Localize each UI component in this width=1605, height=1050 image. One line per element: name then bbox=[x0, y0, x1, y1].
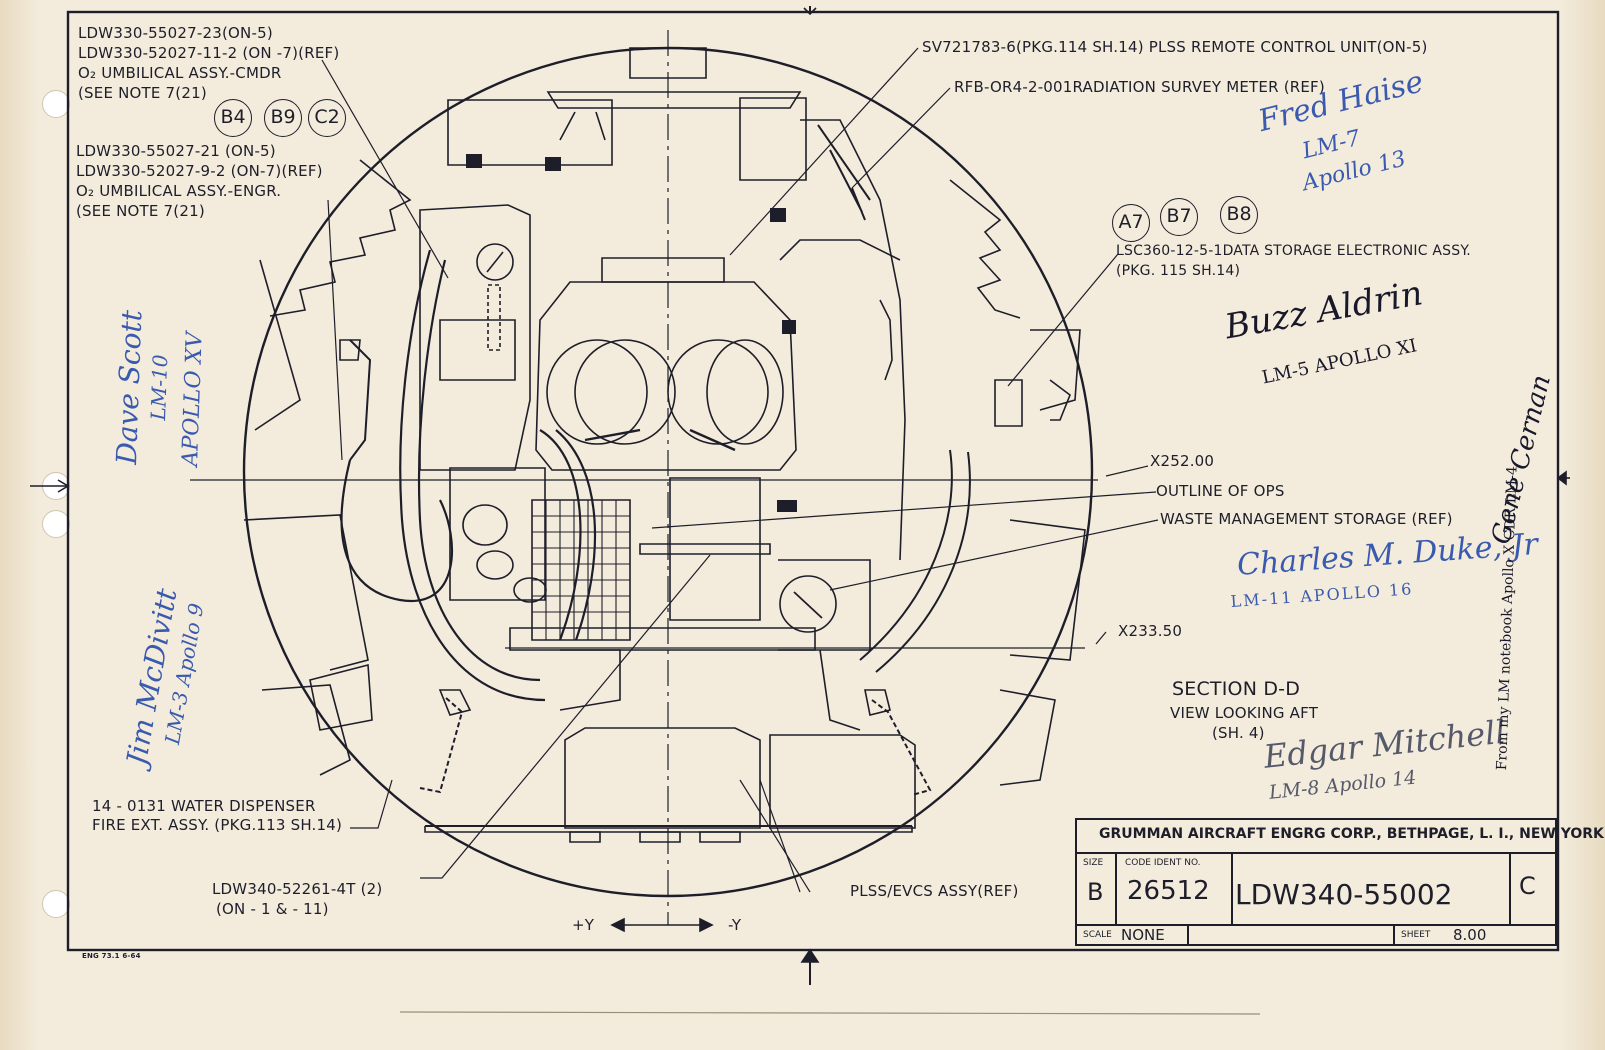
label-x252: X252.00 bbox=[1150, 452, 1215, 470]
form-number: ENG 73.1 6-64 bbox=[82, 952, 141, 960]
label-o2-cmdr-note: (SEE NOTE 7(21) bbox=[78, 84, 207, 102]
ref-bubble-b8: B8 bbox=[1220, 196, 1258, 234]
title-block-code-value: 26512 bbox=[1127, 876, 1210, 906]
label-data-storage-pkg: (PKG. 115 SH.14) bbox=[1116, 263, 1241, 279]
label-o2-engr-part2: LDW330-52027-9-2 (ON-7)(REF) bbox=[76, 162, 323, 180]
section-view-label: VIEW LOOKING AFT bbox=[1170, 704, 1319, 722]
label-o2-engr-note: (SEE NOTE 7(21) bbox=[76, 202, 205, 220]
ref-bubble-c2: C2 bbox=[308, 99, 346, 137]
label-o2-cmdr-part2: LDW330-52027-11-2 (ON -7)(REF) bbox=[78, 44, 340, 62]
title-block-scale-value: NONE bbox=[1121, 926, 1165, 944]
signature-scott: Dave Scott bbox=[110, 309, 149, 466]
title-block-sheet-label: SHEET bbox=[1401, 930, 1431, 940]
label-waste-management: WASTE MANAGEMENT STORAGE (REF) bbox=[1160, 510, 1453, 528]
label-fire-ext-assy: FIRE EXT. ASSY. (PKG.113 SH.14) bbox=[92, 816, 343, 834]
title-block-company: GRUMMAN AIRCRAFT ENGRG CORP., BETHPAGE, … bbox=[1099, 826, 1604, 842]
title-block-sheet-value: 8.00 bbox=[1453, 926, 1487, 944]
label-x233: X233.50 bbox=[1118, 622, 1183, 640]
label-o2-engr-part1: LDW330-55027-21 (ON-5) bbox=[76, 142, 276, 160]
ref-bubble-b9: B9 bbox=[264, 99, 302, 137]
title-block-code-label: CODE IDENT NO. bbox=[1125, 858, 1201, 868]
section-sheet-ref: (SH. 4) bbox=[1212, 724, 1265, 742]
label-plus-y: +Y bbox=[572, 916, 595, 934]
punch-hole-bottom bbox=[42, 890, 70, 918]
title-block-scale-label: SCALE bbox=[1083, 930, 1112, 940]
label-o2-cmdr-name: O₂ UMBILICAL ASSY.-CMDR bbox=[78, 64, 282, 82]
ref-bubble-a7: A7 bbox=[1112, 204, 1150, 242]
label-ldw340-part: LDW340-52261-4T (2) bbox=[212, 880, 383, 898]
label-minus-y: -Y bbox=[728, 916, 742, 934]
signature-scott-mission: APOLLO XV bbox=[178, 331, 208, 467]
title-block-size-label: SIZE bbox=[1083, 858, 1104, 868]
ref-bubble-b4: B4 bbox=[214, 99, 252, 137]
label-water-dispenser: 14 - 0131 WATER DISPENSER bbox=[92, 797, 316, 815]
section-title: SECTION D-D bbox=[1172, 678, 1301, 700]
punch-hole-top bbox=[42, 90, 70, 118]
title-block-size-value: B bbox=[1087, 878, 1104, 906]
label-plss-evcs: PLSS/EVCS ASSY(REF) bbox=[850, 882, 1019, 900]
label-radiation-survey-meter: RFB-OR4-2-001RADIATION SURVEY METER (REF… bbox=[954, 78, 1325, 96]
label-data-storage: LSC360-12-5-1DATA STORAGE ELECTRONIC ASS… bbox=[1116, 243, 1471, 259]
label-o2-engr-name: O₂ UMBILICAL ASSY.-ENGR. bbox=[76, 182, 282, 200]
title-block: GRUMMAN AIRCRAFT ENGRG CORP., BETHPAGE, … bbox=[1075, 818, 1604, 946]
label-plss-remote-control: SV721783-6(PKG.114 SH.14) PLSS REMOTE CO… bbox=[922, 38, 1428, 56]
signature-scott-lm: LM-10 bbox=[146, 354, 173, 421]
label-outline-ops: OUTLINE OF OPS bbox=[1156, 482, 1285, 500]
label-o2-cmdr-part1: LDW330-55027-23(ON-5) bbox=[78, 24, 273, 42]
label-ldw340-effectivity: (ON - 1 & - 11) bbox=[216, 900, 329, 918]
ref-bubble-b7: B7 bbox=[1160, 198, 1198, 236]
title-block-revision: C bbox=[1519, 872, 1536, 900]
title-block-drawing-number: LDW340-55002 bbox=[1235, 878, 1453, 911]
punch-hole-middle-lower bbox=[42, 510, 70, 538]
